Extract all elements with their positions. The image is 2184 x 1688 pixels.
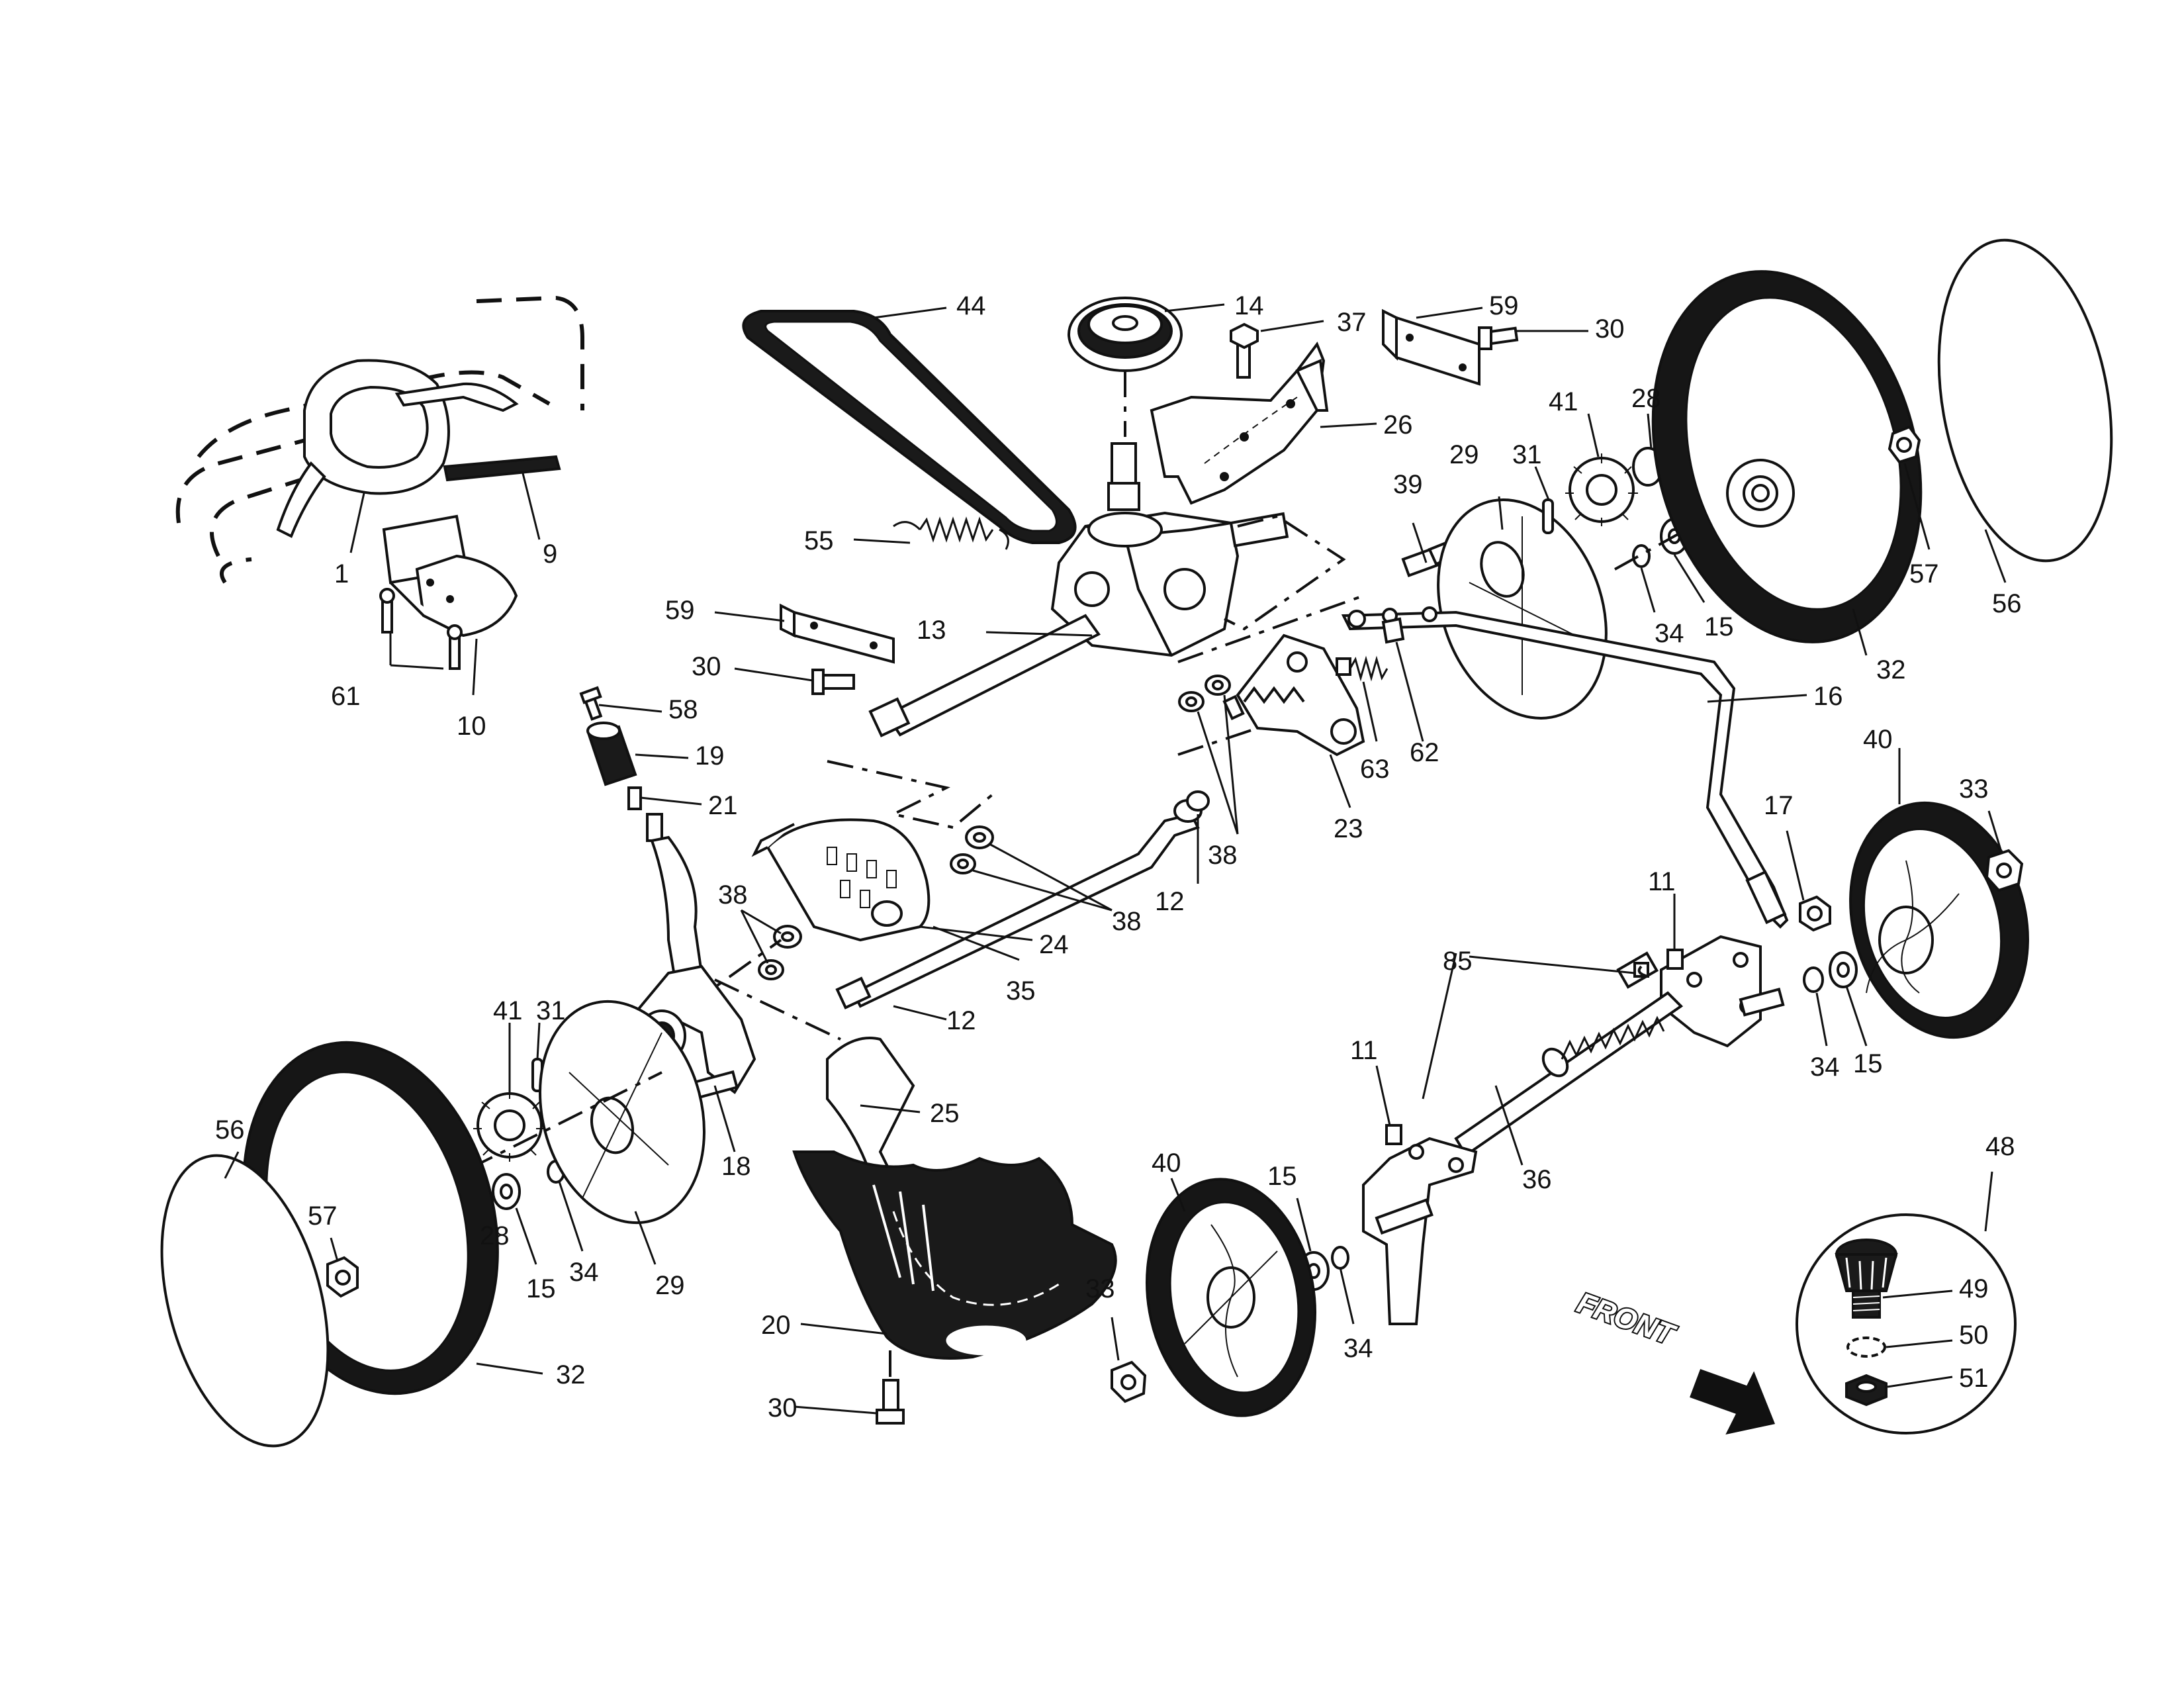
callout-29-right: 29 — [1449, 440, 1479, 469]
callout-58: 58 — [668, 695, 698, 724]
callout-50: 50 — [1959, 1321, 1989, 1350]
callout-85: 85 — [1443, 947, 1473, 976]
callout-34-front-left: 34 — [1343, 1334, 1373, 1363]
callout-59-left: 59 — [665, 596, 695, 625]
callout-33-right: 33 — [1959, 774, 1989, 804]
pulley — [1068, 297, 1225, 437]
front-adjuster — [1296, 830, 1868, 1325]
callout-51: 51 — [1959, 1364, 1989, 1393]
callout-21: 21 — [708, 791, 738, 820]
callout-34-front-right: 34 — [1810, 1053, 1840, 1082]
callout-26: 26 — [1383, 410, 1413, 440]
callout-30-bottom: 30 — [768, 1393, 797, 1423]
callout-19: 19 — [695, 741, 725, 771]
deflector-24 — [751, 818, 1033, 942]
callout-31-left: 31 — [536, 996, 566, 1025]
callout-30-top: 30 — [1595, 314, 1625, 344]
callout-56-left: 56 — [215, 1115, 245, 1145]
drive-belt — [742, 306, 1077, 544]
callout-17: 17 — [1764, 791, 1794, 820]
callout-31-right: 31 — [1512, 440, 1542, 469]
callout-15-front-right: 15 — [1853, 1049, 1883, 1078]
callout-13: 13 — [917, 616, 946, 645]
callout-38-left: 38 — [718, 880, 748, 910]
callout-48: 48 — [1985, 1132, 2015, 1161]
callout-37: 37 — [1337, 308, 1367, 337]
front-label: FRONT — [1573, 1286, 1680, 1352]
callout-25: 25 — [930, 1099, 960, 1128]
callout-15-right: 15 — [1704, 612, 1734, 641]
callout-10: 10 — [457, 712, 486, 741]
callout-55: 55 — [804, 526, 834, 555]
callout-62: 62 — [1410, 738, 1439, 767]
spring-55 — [853, 516, 1009, 550]
callout-61: 61 — [331, 682, 361, 711]
callout-30-left: 30 — [692, 652, 721, 681]
callout-33-left: 33 — [1085, 1274, 1115, 1303]
callout-24: 24 — [1039, 930, 1069, 959]
callout-34-right: 34 — [1655, 619, 1684, 648]
callout-20: 20 — [761, 1311, 791, 1340]
callout-9: 9 — [543, 539, 557, 569]
callout-28-right: 28 — [1631, 384, 1661, 413]
callout-41-right: 41 — [1549, 387, 1578, 416]
front-wheels — [1111, 748, 2029, 1417]
callout-32-right: 32 — [1876, 655, 1906, 684]
callout-38-mid: 38 — [1112, 907, 1142, 936]
callout-44: 44 — [956, 291, 986, 320]
callout-12-bottom: 12 — [946, 1006, 976, 1035]
callout-49: 49 — [1959, 1274, 1989, 1303]
callout-14: 14 — [1234, 291, 1264, 320]
callout-38-top: 38 — [1208, 841, 1238, 870]
bracket-26 — [1150, 306, 1588, 505]
front-direction-arrow: FRONT — [1572, 1285, 1776, 1435]
callout-36: 36 — [1522, 1165, 1552, 1194]
callout-40-left: 40 — [1152, 1149, 1181, 1178]
rear-left-wheel — [160, 1000, 705, 1448]
bracket-59-left — [714, 603, 895, 695]
callout-15-front-left: 15 — [1267, 1162, 1297, 1191]
transmission — [827, 442, 1346, 829]
callout-23: 23 — [1334, 814, 1363, 843]
callout-41-left: 41 — [493, 996, 523, 1025]
callout-1: 1 — [334, 559, 349, 588]
callout-11-right: 11 — [1648, 867, 1676, 896]
callout-57-left: 57 — [308, 1201, 338, 1231]
rear-chute — [792, 1037, 1117, 1425]
callout-40-right: 40 — [1863, 725, 1893, 754]
callout-28-left: 28 — [480, 1221, 510, 1250]
rear-axle — [687, 675, 1239, 1041]
callout-56-right: 56 — [1992, 589, 2022, 618]
callout-63: 63 — [1360, 755, 1390, 784]
callout-59-top: 59 — [1489, 291, 1519, 320]
callout-16: 16 — [1813, 682, 1843, 711]
callout-34-left: 34 — [569, 1258, 599, 1287]
callout-35: 35 — [1006, 976, 1036, 1006]
callout-labels: 1 9 61 10 44 14 37 59 30 26 41 28 31 29 … — [215, 291, 2022, 1423]
detail-inset-48 — [1796, 1171, 2017, 1434]
callout-18: 18 — [721, 1152, 751, 1181]
callout-32-left: 32 — [556, 1360, 586, 1389]
rear-right-wheel — [1401, 238, 2113, 720]
callout-57-right: 57 — [1909, 559, 1939, 588]
callout-12-top: 12 — [1155, 887, 1185, 916]
callout-15-left: 15 — [526, 1274, 556, 1303]
callout-29-left: 29 — [655, 1271, 685, 1300]
callout-11-left: 11 — [1350, 1036, 1378, 1065]
handle-assembly — [175, 295, 584, 696]
callout-39: 39 — [1393, 470, 1423, 499]
height-adjuster-rear — [1177, 594, 1807, 929]
